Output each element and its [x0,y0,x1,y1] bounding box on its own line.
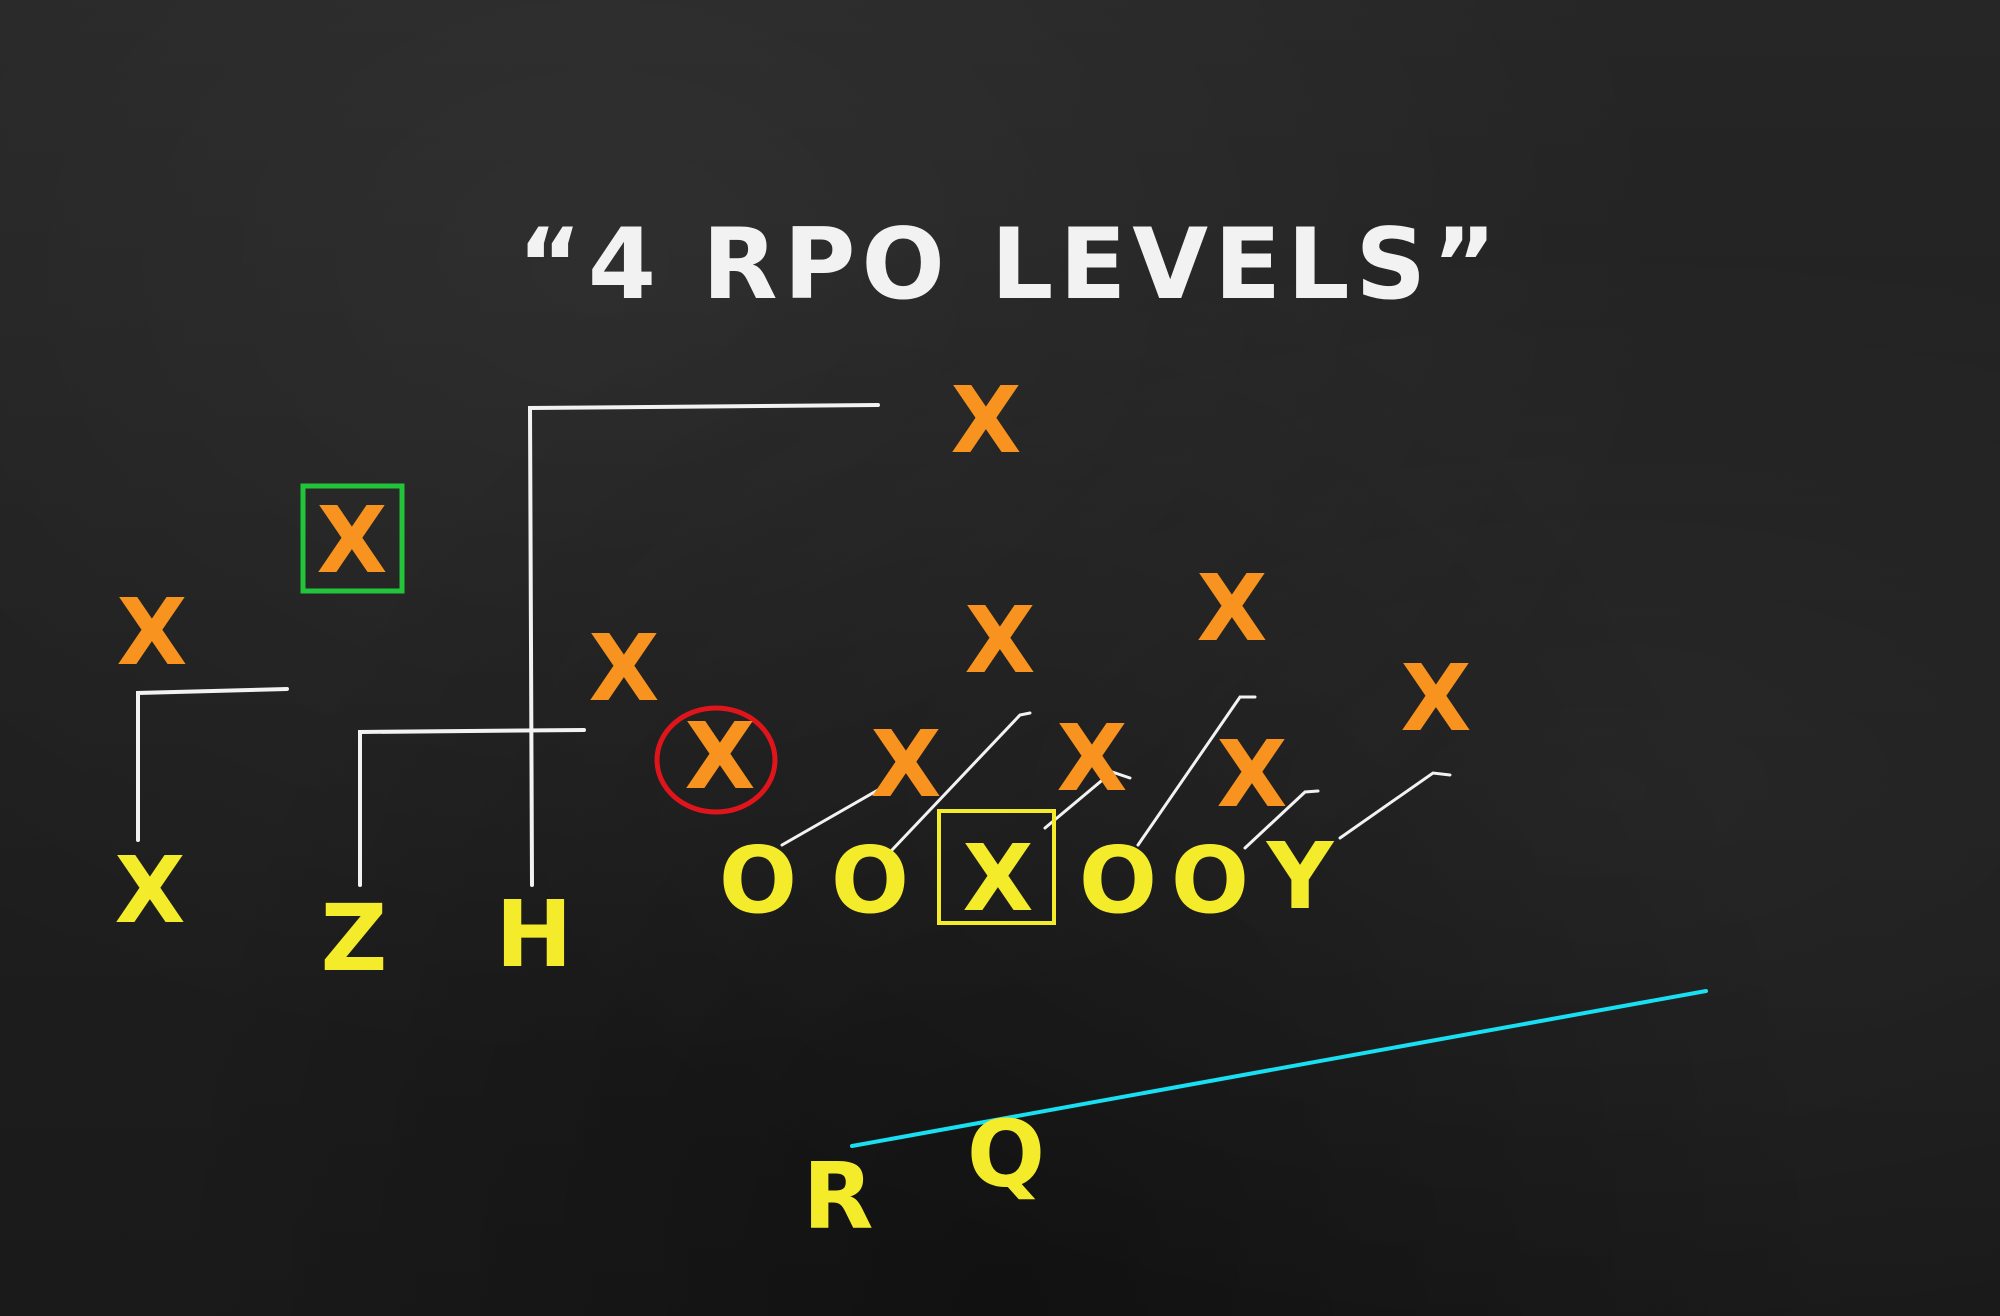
right-tackle: O [1171,827,1249,934]
tight-end-block [1338,771,1452,840]
center-block [1043,770,1132,830]
receiver-z: Z [321,885,388,992]
qb-read-path [850,989,1708,1148]
defender-apex-circled: X [685,703,756,810]
center: X [963,825,1034,932]
receiver-h: H [496,881,573,988]
defender-corner-left: X [117,579,188,686]
defender-tackle-mid: X [1057,705,1128,812]
blocking-assignments [780,695,1452,852]
defense-players: X X X X X X X X X X X [117,367,1472,828]
right-guard-block [1136,695,1257,847]
left-guard-block [890,711,1032,852]
left-guard: O [831,827,909,934]
z-receiver-route [358,728,586,887]
red-highlight-circle [654,705,778,815]
tight-end: Y [1266,823,1335,930]
defender-tackle-right: X [1217,721,1288,828]
quarterback: Q [967,1101,1045,1208]
yellow-highlight-box [937,809,1056,925]
left-tackle: O [719,827,797,934]
defender-safety-boxed: X [317,487,388,594]
right-tackle-block [1243,789,1320,850]
play-title: “4 RPO LEVELS” [517,208,1502,322]
defender-end-right: X [1401,645,1472,752]
defender-linebacker-right: X [1197,555,1268,662]
green-highlight-box [300,483,405,594]
x-receiver-route [136,687,289,842]
right-guard: O [1079,827,1157,934]
defender-linebacker-mid: X [965,587,1036,694]
running-back: R [803,1143,874,1250]
left-tackle-block [780,780,894,847]
offense-players: X Z H O O X O O Y Q R [115,823,1335,1250]
receiver-routes [136,403,880,887]
defender-end-left: X [871,711,942,818]
h-receiver-route [527,403,880,887]
defender-deep-safety: X [951,367,1022,474]
defender-overhang: X [589,615,660,722]
receiver-x: X [115,837,186,944]
